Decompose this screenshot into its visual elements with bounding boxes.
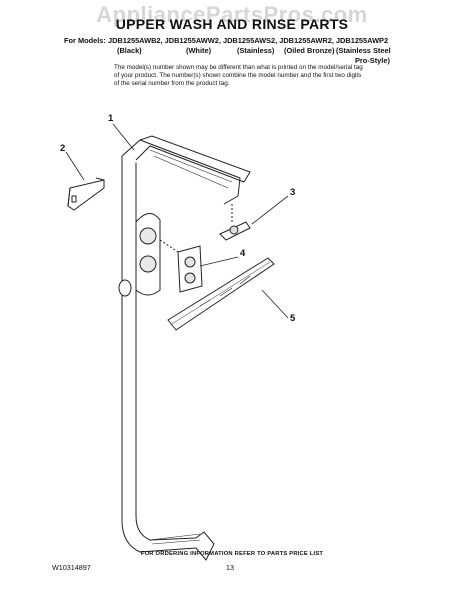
model-list: For Models: JDB1255AWB2, JDB1255AWW2, JD… — [64, 36, 388, 46]
callout-2: 2 — [60, 143, 66, 154]
color-pro-style: Pro-Style) — [355, 56, 390, 65]
models-label: For Models: — [64, 36, 106, 45]
color-oiled-bronze: (Oiled Bronze) — [284, 46, 335, 55]
color-white: (White) — [186, 46, 212, 55]
document-number: W10314897 — [52, 563, 91, 572]
part-5-spray-arm — [167, 257, 275, 331]
callout-5: 5 — [290, 313, 296, 324]
page-number: 13 — [226, 563, 234, 572]
color-black: (Black) — [117, 46, 142, 55]
callout-4: 4 — [240, 248, 246, 259]
part-1-supply-tube — [118, 135, 251, 561]
page-title: UPPER WASH AND RINSE PARTS — [115, 16, 349, 32]
part-3-connector — [219, 204, 251, 241]
part-2-bracket — [67, 177, 105, 211]
models-numbers: JDB1255AWB2, JDB1255AWW2, JDB1255AWS2, J… — [107, 36, 389, 45]
leader-lines — [65, 123, 289, 319]
part-4-diverter — [159, 239, 203, 293]
model-note: The model(s) number shown may be differe… — [114, 64, 363, 87]
ordering-info: FOR ORDERING INFORMATION REFER TO PARTS … — [140, 551, 324, 557]
watermark: AppliancePartsPros.com — [96, 2, 368, 27]
color-stainless: (Stainless) — [237, 46, 275, 55]
callout-1: 1 — [108, 113, 114, 124]
callout-3: 3 — [290, 187, 296, 198]
color-stainless-steel: (Stainless Steel — [336, 46, 391, 55]
